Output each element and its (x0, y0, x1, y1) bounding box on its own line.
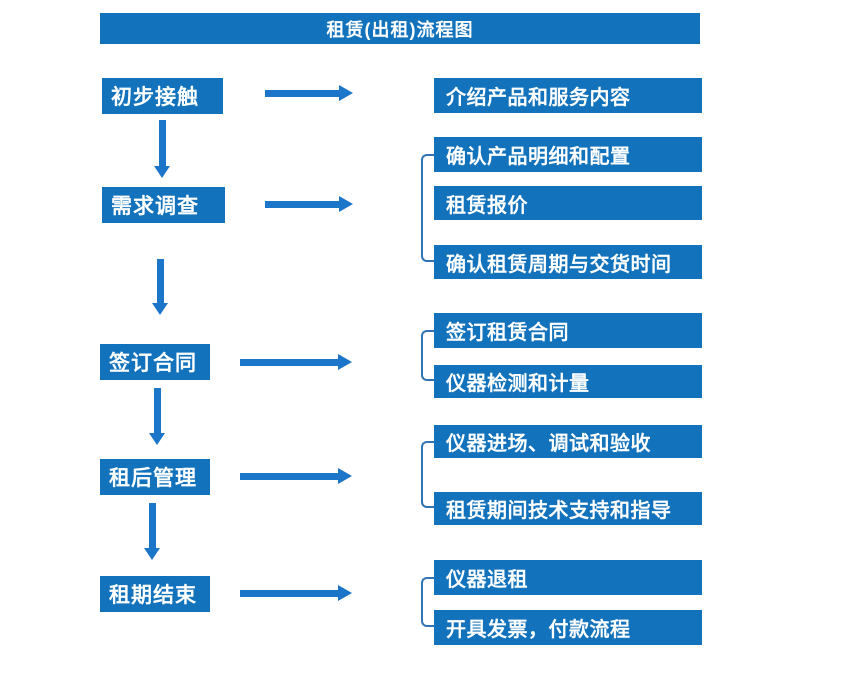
right-arrow-stage3 (240, 354, 352, 370)
detail-box-instrument-onsite: 仪器进场、调试和验收 (434, 425, 702, 458)
down-arrow-1 (154, 120, 170, 178)
detail-box-rental-quote: 租赁报价 (434, 186, 702, 220)
detail-box-intro-products: 介绍产品和服务内容 (434, 78, 702, 113)
stage-box-initial-contact: 初步接触 (102, 78, 223, 114)
down-arrow-3 (149, 388, 165, 445)
right-arrow-stage4 (240, 468, 352, 484)
right-arrow-stage1 (265, 85, 353, 101)
bracket-group-end (421, 577, 434, 627)
detail-box-instrument-check: 仪器检测和计量 (434, 365, 702, 398)
down-arrow-2 (152, 259, 168, 315)
right-arrow-stage2 (265, 196, 353, 212)
bracket-group-demand (421, 154, 434, 262)
detail-box-instrument-return: 仪器退租 (434, 560, 702, 595)
detail-box-sign-rental-contract: 签订租赁合同 (434, 313, 702, 348)
bracket-group-mgmt (421, 441, 434, 508)
stage-box-demand-survey: 需求调查 (102, 187, 225, 223)
detail-box-confirm-config: 确认产品明细和配置 (434, 137, 702, 172)
detail-box-confirm-period: 确认租赁周期与交货时间 (434, 245, 702, 279)
down-arrow-4 (144, 503, 160, 560)
bracket-group-contract (421, 330, 434, 381)
detail-box-invoice-payment: 开具发票，付款流程 (434, 610, 702, 645)
stage-box-post-rental-mgmt: 租后管理 (100, 459, 210, 495)
stage-box-rental-end: 租期结束 (100, 576, 210, 612)
flowchart-title: 租赁(出租)流程图 (100, 13, 700, 44)
stage-box-sign-contract: 签订合同 (100, 344, 210, 380)
right-arrow-stage5 (240, 585, 352, 601)
detail-box-tech-support: 租赁期间技术支持和指导 (434, 492, 702, 525)
